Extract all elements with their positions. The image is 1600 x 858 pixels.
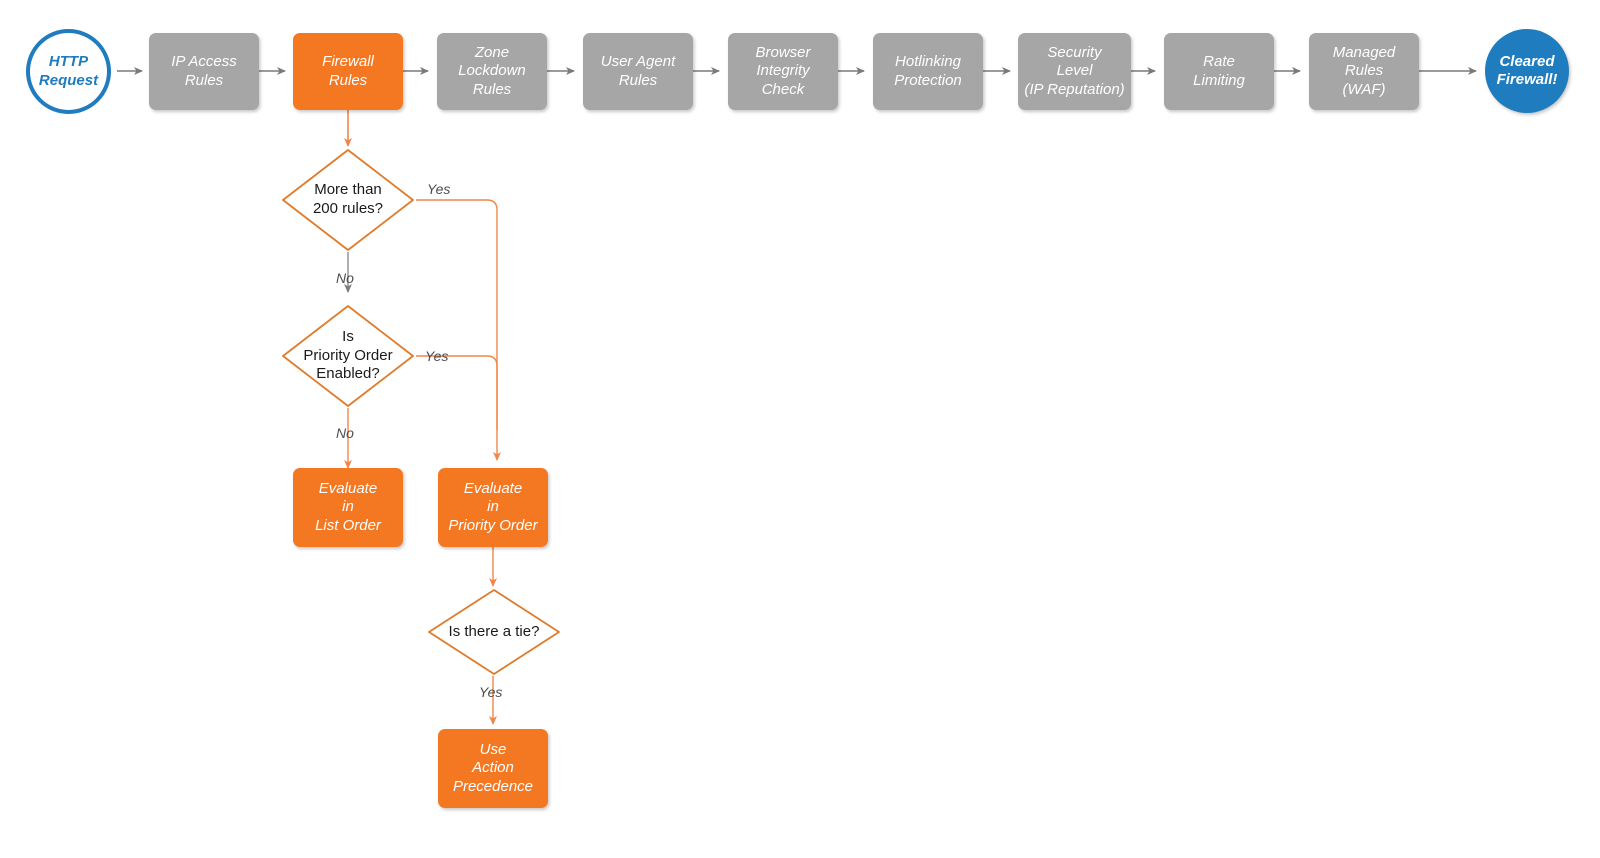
edge-label-decision1-yes: Yes <box>427 181 451 197</box>
node-security-level[interactable]: Security Level (IP Reputation) <box>1018 33 1131 110</box>
node-firewall-rules[interactable]: Firewall Rules <box>293 33 403 110</box>
edge-decision1-yes <box>416 199 501 461</box>
edge-decision2-yes <box>416 355 498 430</box>
edge-label-decision2-yes: Yes <box>425 348 449 364</box>
diamond-shape <box>282 149 414 251</box>
node-cleared-firewall[interactable]: Cleared Firewall! <box>1485 29 1569 113</box>
node-hotlinking-protection[interactable]: Hotlinking Protection <box>873 33 983 110</box>
node-user-agent-rules[interactable]: User Agent Rules <box>583 33 693 110</box>
edge-label-decision2-no: No <box>336 425 354 441</box>
edge-label-tie-yes: Yes <box>479 684 503 700</box>
decision-priority-order-enabled[interactable]: Is Priority Order Enabled? <box>281 304 415 408</box>
decision-label: More than 200 rules? <box>312 181 384 217</box>
node-evaluate-in-list-order[interactable]: Evaluate in List Order <box>293 468 403 547</box>
node-http-request[interactable]: HTTP Request <box>26 29 111 114</box>
edge-label-decision1-no: No <box>336 270 354 286</box>
node-use-action-precedence[interactable]: Use Action Precedence <box>438 729 548 808</box>
node-browser-integrity-check[interactable]: Browser Integrity Check <box>728 33 838 110</box>
node-managed-rules-waf[interactable]: Managed Rules (WAF) <box>1309 33 1419 110</box>
decision-more-than-200-rules[interactable]: More than 200 rules? <box>281 148 415 252</box>
decision-label: Is there a tie? <box>448 622 540 640</box>
node-ip-access-rules[interactable]: IP Access Rules <box>149 33 259 110</box>
node-evaluate-in-priority-order[interactable]: Evaluate in Priority Order <box>438 468 548 547</box>
diamond-shape <box>282 305 414 407</box>
decision-label: Is Priority Order Enabled? <box>303 327 393 383</box>
node-rate-limiting[interactable]: Rate Limiting <box>1164 33 1274 110</box>
diamond-shape <box>428 589 560 675</box>
node-zone-lockdown-rules[interactable]: Zone Lockdown Rules <box>437 33 547 110</box>
decision-is-there-a-tie[interactable]: Is there a tie? <box>427 588 561 676</box>
